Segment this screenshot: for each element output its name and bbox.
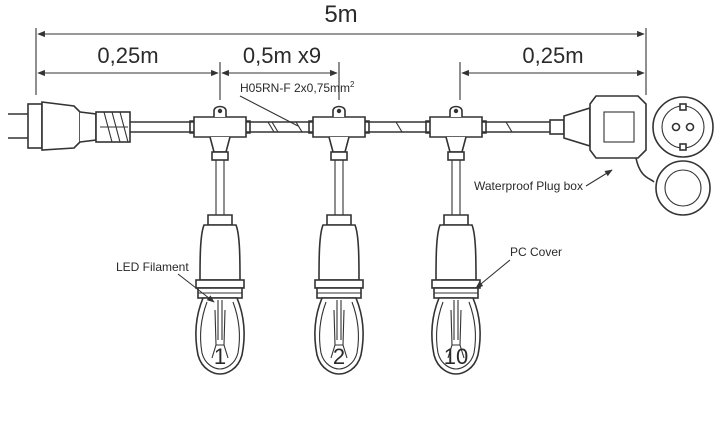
bulb-1	[195, 159, 245, 375]
cable-spec-leader	[239, 95, 299, 127]
right-lead-dimension	[459, 62, 645, 100]
cable-spec-label: H05RN-F 2x0,75mm2	[240, 80, 355, 95]
right-lead-label: 0,25m	[522, 43, 583, 68]
left-lead-dimension	[37, 62, 221, 100]
bulb-label-1: 1	[214, 344, 226, 369]
spacing-dimension	[221, 62, 340, 100]
left-lead-label: 0,25m	[97, 43, 158, 68]
total-length-label: 5m	[324, 1, 357, 28]
led-filament-leader	[177, 273, 215, 303]
junction-10	[425, 105, 487, 161]
plug-box-leader	[585, 169, 613, 187]
total-length-dimension	[35, 28, 647, 95]
bulb-2	[314, 159, 364, 375]
plug-box-label: Waterproof Plug box	[474, 179, 583, 193]
schuko-plug	[8, 101, 131, 151]
pc-cover-label: PC Cover	[510, 245, 562, 259]
junction-2	[308, 105, 370, 161]
bulb-label-10: 10	[444, 344, 468, 369]
bulb-label-2: 2	[333, 344, 345, 369]
waterproof-plug-box	[549, 95, 714, 216]
bulb-10	[431, 159, 481, 375]
spacing-label: 0,5m x9	[243, 43, 321, 68]
led-filament-label: LED Filament	[116, 260, 189, 274]
pc-cover-leader	[475, 259, 511, 289]
junction-1	[189, 105, 251, 161]
